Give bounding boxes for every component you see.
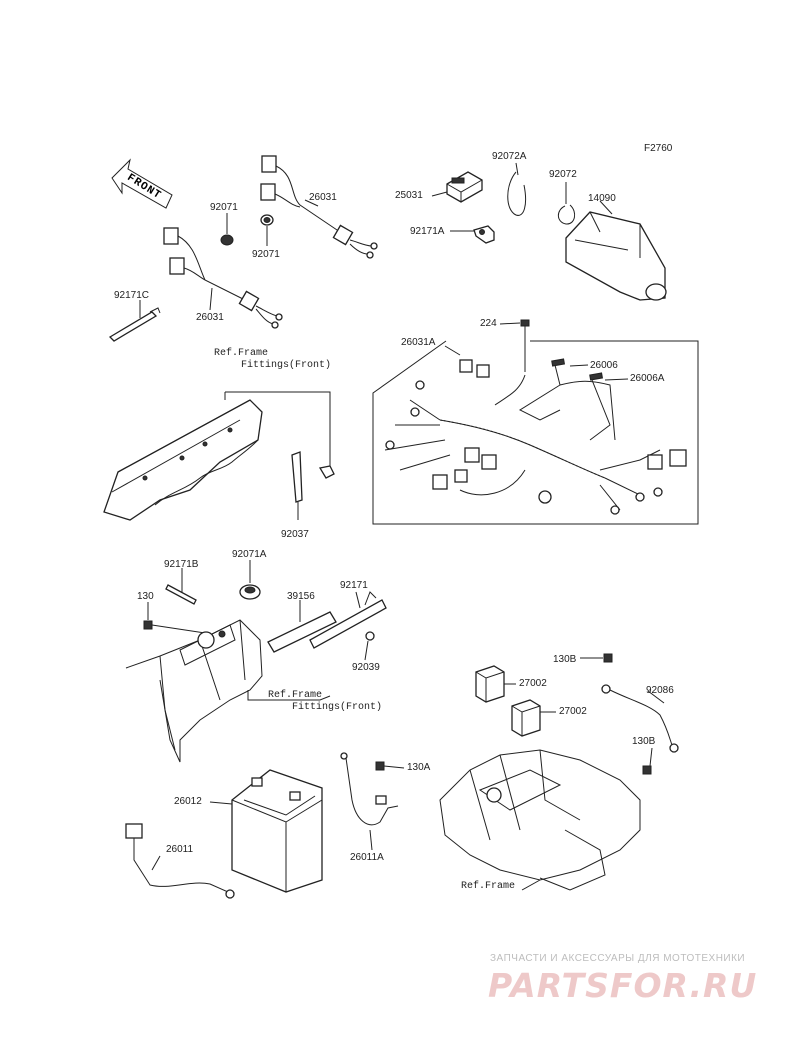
callout-26006: 26006 (590, 360, 618, 371)
frame-fitting-upper (103, 391, 335, 521)
callout-26031-lower: 26031 (196, 312, 224, 323)
part-92039 (364, 631, 375, 661)
part-92171A (450, 225, 495, 244)
callout-92071-b: 92071 (252, 249, 280, 260)
frame-fitting-lower (125, 619, 331, 763)
part-25031 (431, 171, 483, 203)
callout-224: 224 (480, 318, 497, 329)
part-92071A (239, 560, 261, 600)
front-arrow-icon (111, 158, 173, 209)
callout-92171C: 92171C (114, 290, 150, 301)
part-92171 (309, 591, 387, 649)
part-92071-b (260, 214, 274, 246)
ref-frame-note-3: Ref.Frame (461, 881, 516, 892)
callout-130A: 130A (407, 762, 431, 773)
callout-92171: 92171 (340, 580, 368, 591)
part-39156 (267, 600, 337, 653)
callout-92072: 92072 (549, 169, 577, 180)
part-92171C (108, 300, 161, 342)
part-26031-lower (163, 227, 283, 329)
part-26031-upper (260, 155, 378, 259)
callout-26006A: 26006A (630, 373, 665, 384)
callout-92072A: 92072A (492, 151, 527, 162)
part-26006A (589, 372, 629, 441)
callout-130B-a: 130B (553, 654, 577, 665)
part-92171B (165, 568, 197, 605)
callout-92071-a: 92071 (210, 202, 238, 213)
part-26011 (125, 823, 235, 899)
part-130 (143, 602, 206, 634)
watermark-brand: PARTSFOR.RU (488, 966, 758, 1005)
part-130B-a (580, 653, 613, 663)
part-130B-b (642, 747, 653, 775)
part-26012 (209, 769, 323, 893)
callout-39156: 39156 (287, 591, 315, 602)
callout-26031A: 26031A (401, 337, 436, 348)
callout-92086: 92086 (646, 685, 674, 696)
callout-26031-upper: 26031 (309, 192, 337, 203)
part-92072A (507, 162, 527, 216)
frame-lower-right (439, 749, 641, 891)
part-27002-b (511, 699, 556, 737)
callout-14090: 14090 (588, 193, 616, 204)
diagram-code: F2760 (644, 143, 673, 154)
callout-26012: 26012 (174, 796, 202, 807)
callout-27002-b: 27002 (559, 706, 587, 717)
ref-fittings-note-2: Fittings(Front) (292, 702, 383, 713)
callout-92037: 92037 (281, 529, 309, 540)
callout-26011A: 26011A (350, 852, 384, 863)
ref-frame-note-1: Ref.Frame (214, 348, 269, 359)
watermark-tagline: ЗАПЧАСТИ И АКСЕССУАРЫ ДЛЯ МОТОТЕХНИКИ (490, 953, 746, 964)
part-26031A (372, 340, 699, 525)
callout-130: 130 (137, 591, 154, 602)
callout-92171A: 92171A (410, 226, 445, 237)
callout-92039: 92039 (352, 662, 380, 673)
callout-92171B: 92171B (164, 559, 199, 570)
part-92072 (557, 182, 576, 225)
part-26011A (340, 752, 399, 851)
part-27002-a (475, 665, 516, 703)
part-130A (375, 761, 405, 771)
part-26006 (518, 358, 616, 441)
part-224 (499, 319, 530, 372)
callout-27002-a: 27002 (519, 678, 547, 689)
part-92071-a (220, 213, 234, 246)
ref-fittings-note-1: Fittings(Front) (241, 360, 332, 371)
callout-26011: 26011 (166, 844, 194, 855)
callout-25031: 25031 (395, 190, 423, 201)
part-92086 (601, 684, 679, 753)
callout-92071A: 92071A (232, 549, 267, 560)
callout-130B-b: 130B (632, 736, 656, 747)
part-14090 (565, 200, 667, 301)
ref-frame-note-2: Ref.Frame (268, 690, 323, 701)
